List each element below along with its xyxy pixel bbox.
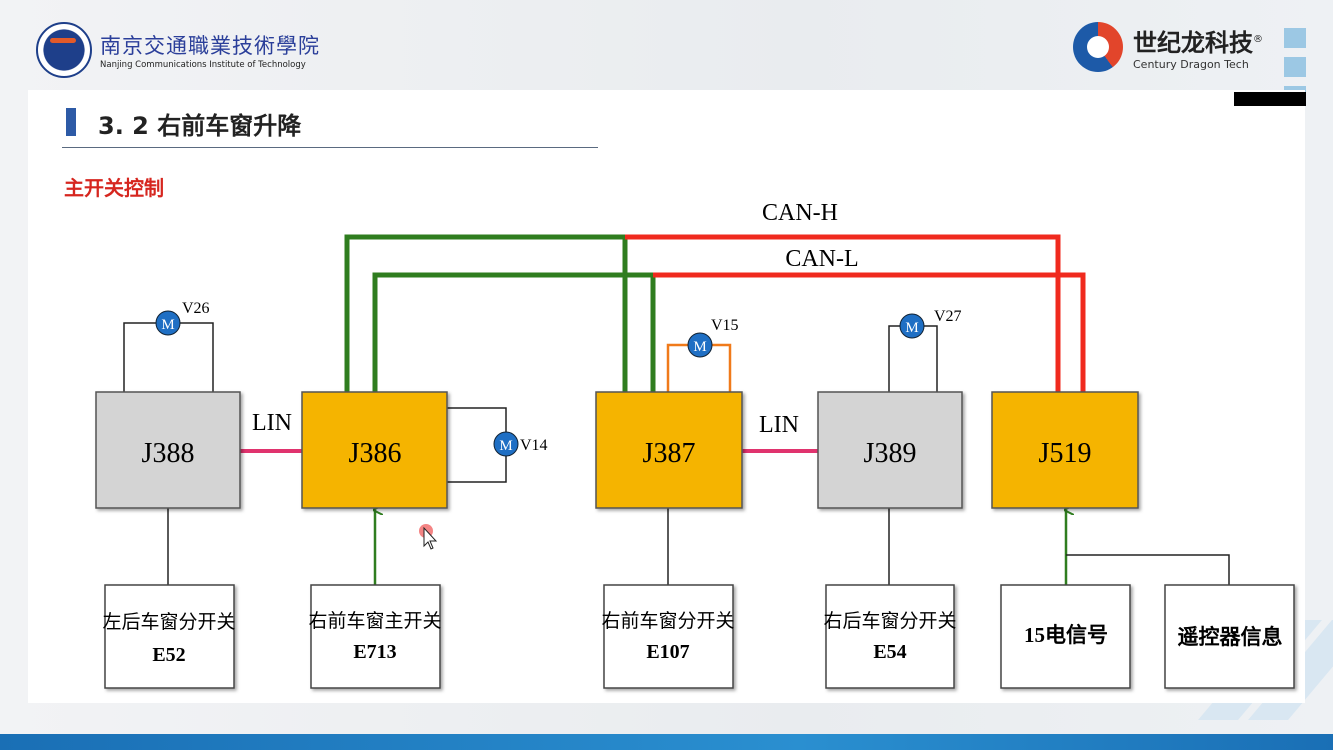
input-label: 右前车窗主开关: [308, 610, 441, 632]
motor-label: V26: [182, 300, 210, 317]
input-terminal-15: 15电信号: [1000, 584, 1131, 689]
input-e107: 右前车窗分开关 E107: [601, 584, 735, 689]
module-j387: J387: [595, 391, 743, 509]
input-e713: 右前车窗主开关 E713: [308, 584, 442, 689]
module-label: J519: [1039, 438, 1092, 469]
motor-symbol: M: [905, 320, 918, 336]
motor-symbol: M: [499, 438, 512, 454]
motor-label: V27: [934, 308, 962, 325]
module-label: J388: [142, 438, 195, 469]
decor-square: [1284, 57, 1306, 77]
module-j388: J388: [95, 391, 241, 509]
input-e52: 左后车窗分开关 E52: [102, 584, 236, 689]
input-label: 遥控器信息: [1178, 625, 1283, 649]
registered-mark: ®: [1253, 34, 1263, 45]
can-h-wire: [344, 234, 1061, 392]
slide-title: 3. 2 右前车窗升降: [98, 112, 302, 140]
input-label: 右后车窗分开关: [823, 610, 956, 632]
school-name-en: Nanjing Communications Institute of Tech…: [100, 60, 306, 70]
partner-name-text: 世纪龙科技: [1133, 29, 1253, 57]
lin-label-left: LIN: [252, 410, 292, 436]
input-remote: 遥控器信息: [1164, 584, 1295, 689]
school-name-cn: 南京交通職業技術學院: [100, 34, 320, 58]
redaction-bar: [1234, 92, 1306, 106]
input-code: E713: [353, 641, 396, 663]
motor-v14: M V14: [493, 431, 548, 457]
motor-label: V15: [711, 317, 739, 334]
can-l-label: CAN-L: [785, 246, 858, 272]
module-label: J389: [864, 438, 917, 469]
mouse-cursor-icon: [419, 524, 438, 550]
title-divider: [62, 147, 598, 148]
can-l-wire: [372, 272, 1086, 392]
motor-icon: [899, 313, 925, 339]
title-marker: [66, 108, 76, 136]
motor-v15: M V15: [687, 317, 739, 358]
motor-icon: [493, 431, 519, 457]
module-j519: J519: [991, 391, 1139, 509]
input-e54: 右后车窗分开关 E54: [823, 584, 957, 689]
remote-line: [1066, 554, 1230, 585]
school-logo: 南京交通職業技術學院 Nanjing Communications Instit…: [36, 22, 320, 78]
motor-icon: [155, 310, 181, 336]
module-j389: J389: [817, 391, 963, 509]
input-code: E54: [873, 641, 906, 663]
motor-v26: M V26: [155, 300, 210, 336]
motor-v27: M V27: [899, 308, 962, 339]
module-label: J387: [643, 438, 696, 469]
can-h-label: CAN-H: [762, 200, 838, 226]
dragon-logo-icon: [1073, 22, 1123, 72]
lin-label-right: LIN: [759, 412, 799, 438]
input-code: E52: [152, 644, 185, 666]
partner-logo: 世纪龙科技® Century Dragon Tech: [1073, 22, 1263, 72]
motor-label: V14: [520, 437, 548, 454]
motor-symbol: M: [161, 317, 174, 333]
input-label: 15电信号: [1024, 623, 1108, 647]
module-label: J386: [349, 438, 402, 469]
footer-band: [0, 734, 1333, 750]
module-j386: J386: [301, 391, 448, 509]
input-label: 右前车窗分开关: [601, 610, 734, 632]
input-code: E107: [646, 641, 689, 663]
partner-name-cn: 世纪龙科技®: [1133, 23, 1263, 58]
school-seal-icon: [36, 22, 92, 78]
slide-subtitle: 主开关控制: [64, 176, 164, 200]
motor-symbol: M: [693, 339, 706, 355]
decor-square: [1284, 28, 1306, 48]
motor-icon: [687, 332, 713, 358]
input-label: 左后车窗分开关: [102, 611, 235, 633]
partner-name-en: Century Dragon Tech: [1133, 58, 1249, 71]
